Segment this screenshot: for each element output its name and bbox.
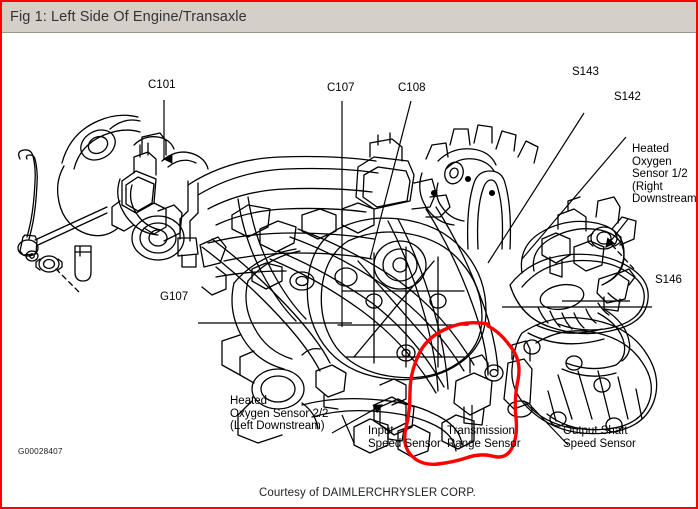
callout-s146: S146	[655, 274, 682, 286]
label-heated-oxygen-sensor-2-2: Heated Oxygen Sensor 2/2 (Left Downstrea…	[230, 395, 329, 433]
callout-c107: C107	[327, 82, 355, 94]
belt-and-pulley	[373, 170, 512, 290]
red-annotation-circle	[402, 320, 521, 466]
engine-transaxle-line-art	[17, 100, 658, 466]
misc-fasteners	[484, 339, 623, 433]
exhaust-heat-shield	[509, 253, 649, 345]
diagram-canvas: C101 C107 C108 S143 S142 G107 S146 Heate…	[2, 33, 696, 507]
label-input-speed-sensor: Input Speed Sensor	[368, 425, 441, 450]
bracket-pin	[74, 245, 92, 282]
callout-leaders	[162, 100, 652, 446]
label-heated-oxygen-sensor-1-2: Heated Oxygen Sensor 1/2 (Right Downstre…	[632, 143, 696, 206]
callout-s143: S143	[572, 66, 599, 78]
transaxle-oil-pan	[301, 397, 475, 458]
label-output-shaft-speed-sensor: Output Shaft Speed Sensor	[563, 425, 636, 450]
valve-cover	[355, 132, 451, 218]
transaxle-housing	[306, 217, 487, 381]
transmission-range-sensor-body	[453, 354, 493, 426]
courtesy-notice: Courtesy of DAIMLERCHRYSLER CORP.	[259, 487, 476, 499]
differential-case	[511, 316, 658, 435]
label-transmission-range-sensor: Transmission Range Sensor	[447, 425, 521, 450]
bell-housing	[221, 248, 319, 444]
page-title: Fig 1: Left Side Of Engine/Transaxle	[10, 9, 247, 25]
callout-c108: C108	[398, 82, 426, 94]
intake-manifold	[187, 155, 379, 291]
figure-id: G00028407	[18, 447, 63, 456]
engine-upper-left	[56, 114, 185, 261]
callout-g107: G107	[160, 291, 189, 303]
left-hose-assembly	[17, 149, 108, 262]
figure-title-bar: Fig 1: Left Side Of Engine/Transaxle	[2, 2, 696, 33]
right-harness-cable	[561, 308, 631, 377]
transmission-cooler-lines	[269, 206, 499, 394]
callout-c101: C101	[148, 79, 176, 91]
right-harness-rail	[520, 196, 637, 286]
callout-s142: S142	[614, 91, 641, 103]
main-harness	[201, 196, 331, 372]
right-cylinder-head	[419, 124, 539, 226]
grommet-fastener	[35, 255, 81, 294]
c101-connector-cluster	[111, 142, 227, 296]
